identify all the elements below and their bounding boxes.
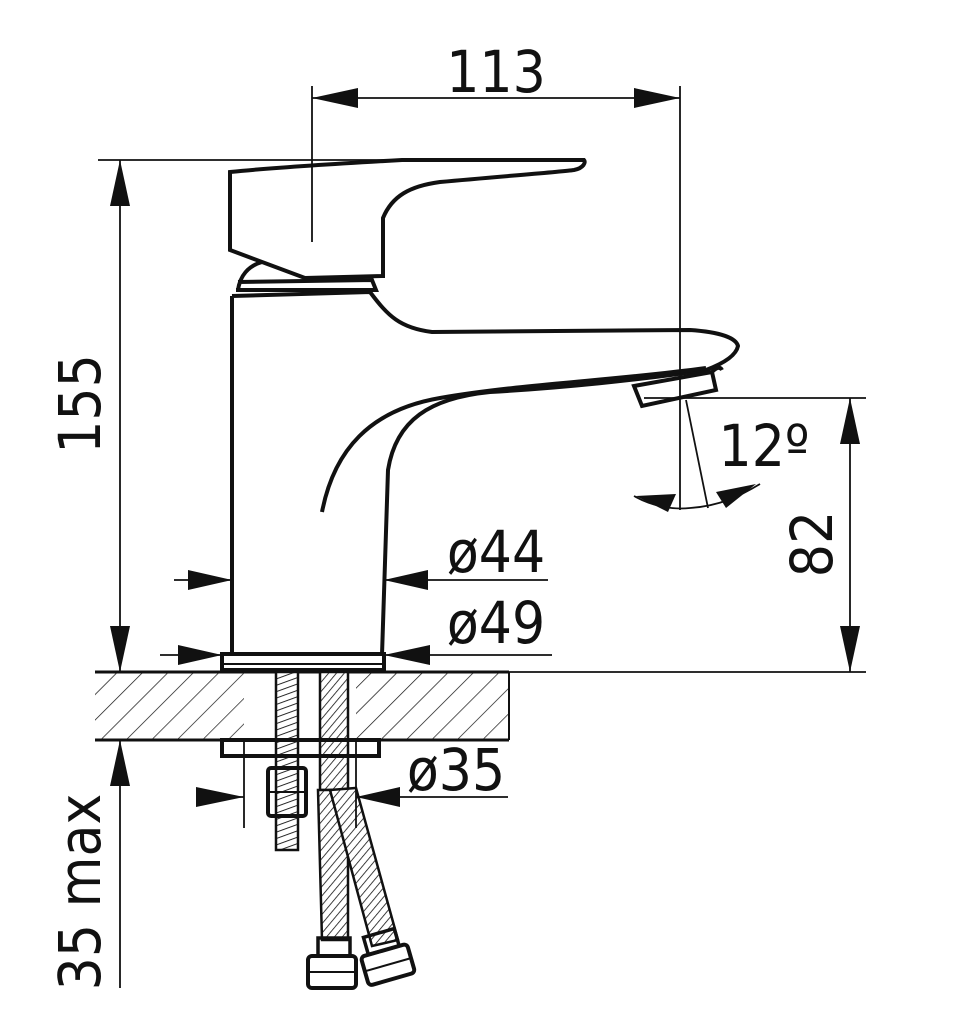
dimension-body-diameter: ø44 xyxy=(174,518,548,590)
height-label: 155 xyxy=(46,354,114,454)
body-diameter-label: ø44 xyxy=(447,518,545,586)
base-diameter-label: ø49 xyxy=(447,589,545,657)
hose-upper xyxy=(318,670,350,792)
deck-thickness-label: 35 max xyxy=(46,794,114,991)
hole-diameter-label: ø35 xyxy=(407,736,505,804)
aerator xyxy=(631,365,724,409)
dimension-base-diameter: ø49 xyxy=(160,589,552,665)
countertop-section xyxy=(95,670,510,742)
body-inner-curve xyxy=(320,366,707,513)
dimension-deck-thickness: 35 max xyxy=(46,740,130,990)
base-flange xyxy=(220,652,386,672)
threaded-stud xyxy=(274,670,300,852)
fixing-plate xyxy=(220,738,381,758)
dimension-spout-height: 82 xyxy=(95,397,866,673)
spout-height-label: 82 xyxy=(778,511,846,577)
dimension-height: 155 xyxy=(46,159,402,672)
dimension-reach: 113 xyxy=(311,38,681,510)
dimension-spout-angle: 12º xyxy=(633,399,810,512)
faucet-body xyxy=(220,158,741,672)
lever-handle xyxy=(228,158,587,281)
cartridge-dome xyxy=(236,260,379,292)
reach-label: 113 xyxy=(446,38,546,106)
spout-angle-label: 12º xyxy=(719,412,810,480)
dimension-hole-diameter: ø35 xyxy=(196,736,508,828)
